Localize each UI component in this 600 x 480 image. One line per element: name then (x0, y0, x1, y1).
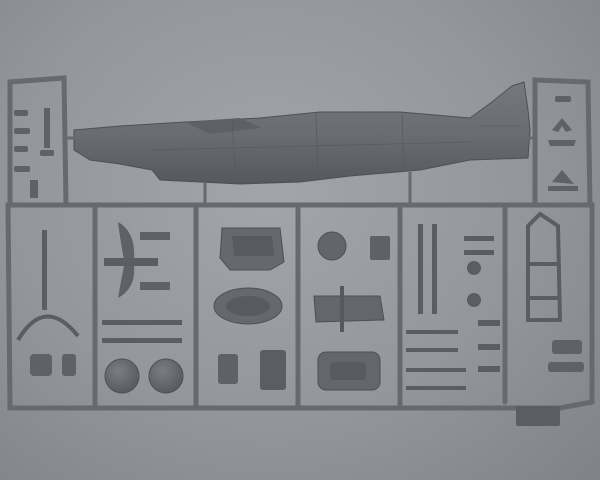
bay-4-parts (313, 231, 390, 391)
bay-3-parts (213, 227, 286, 390)
bay-2-parts (102, 222, 184, 394)
left-small-parts (14, 108, 54, 198)
fuselage-gates (64, 136, 537, 205)
sprue-frame (5, 75, 595, 411)
bay-1-parts (16, 230, 80, 376)
bay-6-parts (516, 211, 584, 426)
right-small-parts (548, 96, 578, 191)
bay-5-parts (406, 224, 500, 390)
fuselage-half (73, 81, 531, 185)
